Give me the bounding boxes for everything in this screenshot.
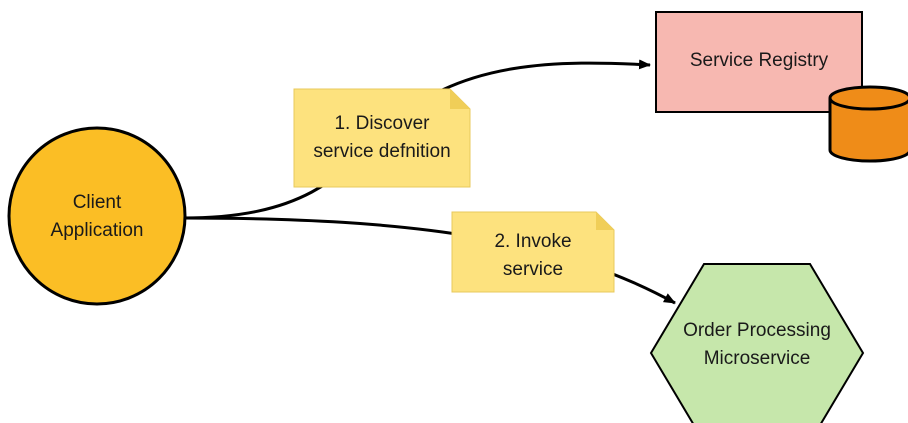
invoke-note: 2. Invoke service: [451, 211, 615, 293]
order-service-label-line1: Order Processing: [683, 320, 831, 341]
service-registry-node: Service Registry: [655, 11, 863, 113]
client-label-line1: Client: [73, 192, 122, 213]
discover-note: 1. Discover service defnition: [293, 88, 471, 188]
database-icon: [828, 85, 908, 163]
order-processing-microservice-node: Order Processing Microservice: [649, 263, 865, 423]
discover-note-line1: 1. Discover: [334, 113, 430, 134]
invoke-note-line1: 2. Invoke: [494, 231, 571, 252]
client-application-node: Client Application: [7, 126, 187, 306]
order-service-label-line2: Microservice: [704, 348, 811, 369]
invoke-note-line2: service: [503, 259, 563, 280]
client-label-line2: Application: [51, 220, 144, 241]
registry-label: Service Registry: [690, 50, 829, 71]
discover-note-line2: service defnition: [313, 141, 450, 162]
